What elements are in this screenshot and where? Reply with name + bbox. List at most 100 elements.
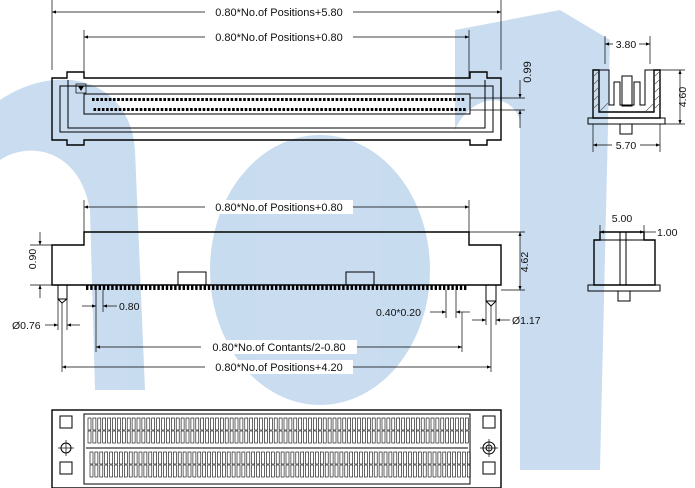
top-pin [248,108,252,111]
top-pin [244,108,248,111]
top-pin [299,108,302,111]
bottom-pin [246,464,251,478]
bottom-pin [293,430,298,444]
top-pin [415,98,418,101]
bottom-pin [417,451,422,465]
bottom-pin [308,430,312,444]
bottom-view [51,409,502,488]
top-pin [377,98,381,101]
front-pin [220,285,223,290]
top-pin [108,98,112,101]
top-pin [348,98,351,101]
bottom-pin [366,430,371,444]
top-pin [232,108,235,111]
bottom-pin [381,430,386,444]
bottom-pin [315,464,319,478]
front-pin [359,285,362,290]
bottom-pin [415,417,420,431]
bottom-pin [99,451,104,465]
bottom-pin [168,464,172,478]
front-pin [270,285,274,290]
bottom-pin [87,430,92,444]
front-pin [119,285,122,290]
top-pin [404,108,407,111]
top-pin [411,98,414,101]
top-pin [461,98,465,101]
top-pin [125,98,129,101]
bottom-pin [378,451,383,465]
bottom-pin [254,417,258,431]
bottom-pin [131,417,136,431]
front-pin [212,285,215,290]
front-pin [329,285,332,290]
bottom-pin [171,417,175,431]
bottom-pin [364,464,368,478]
bottom-pin [224,430,229,444]
bottom-pin [200,417,204,431]
top-pin [240,108,244,111]
top-pin [222,98,225,101]
top-dim-inner: 0.80*No.of Positions+0.80 [215,32,343,44]
top-pin [345,108,349,111]
bottom-pin [368,464,373,478]
bottom-pin [349,464,354,478]
top-pin [324,108,328,111]
top-pin [344,98,347,101]
front-pin [262,285,265,290]
top-pin [390,98,393,101]
bottom-pin [398,451,403,465]
front-pin [186,285,190,290]
bottom-pin [244,417,249,431]
side-view-top: 3.80 4.60 5.70 [587,36,689,152]
bottom-pin [327,417,332,431]
bottom-pin [344,451,349,465]
bottom-pin [391,430,396,444]
side-view-bottom: 5.00 1.00 [587,212,678,302]
bottom-pin [452,464,456,478]
bottom-pin [344,464,349,478]
top-pin [295,108,298,111]
bottom-pin [342,417,347,431]
top-pin [358,108,361,111]
bottom-pin [383,464,388,478]
bottom-pin [195,430,200,444]
top-pin [146,98,150,101]
top-pin [293,98,297,101]
bottom-pin [229,430,234,444]
top-pin [260,98,263,101]
top-pin [180,98,183,101]
bottom-pin [220,417,224,431]
bottom-pin [442,451,447,465]
bottom-pin [205,417,209,431]
bottom-pin [315,451,319,465]
bottom-pin [226,464,231,478]
bottom-pin [298,430,303,444]
front-pin [443,285,446,290]
bottom-pin [303,417,307,431]
bottom-pin [420,417,425,431]
top-pin [190,108,193,111]
top-pin [142,98,145,101]
bottom-pin [324,464,329,478]
top-pin [432,98,435,101]
top-dim-height: 0.99 [522,61,534,82]
bottom-pin [290,464,295,478]
bottom-pin [148,464,153,478]
bottom-pin [104,451,108,465]
bottom-pin [187,451,192,465]
bottom-pin [447,451,452,465]
front-pin [417,285,421,290]
front-pin [115,285,118,290]
bottom-pin [398,464,403,478]
bottom-pin [200,430,204,444]
top-pin [440,98,444,101]
top-pin [93,108,97,111]
top-pin [383,108,386,111]
bottom-pin [413,451,417,465]
bottom-pin [141,430,146,444]
bottom-pin [146,417,151,431]
bottom-pin [354,464,358,478]
bottom-pin [97,417,102,431]
bottom-pin [94,451,99,465]
top-pin [320,108,323,111]
